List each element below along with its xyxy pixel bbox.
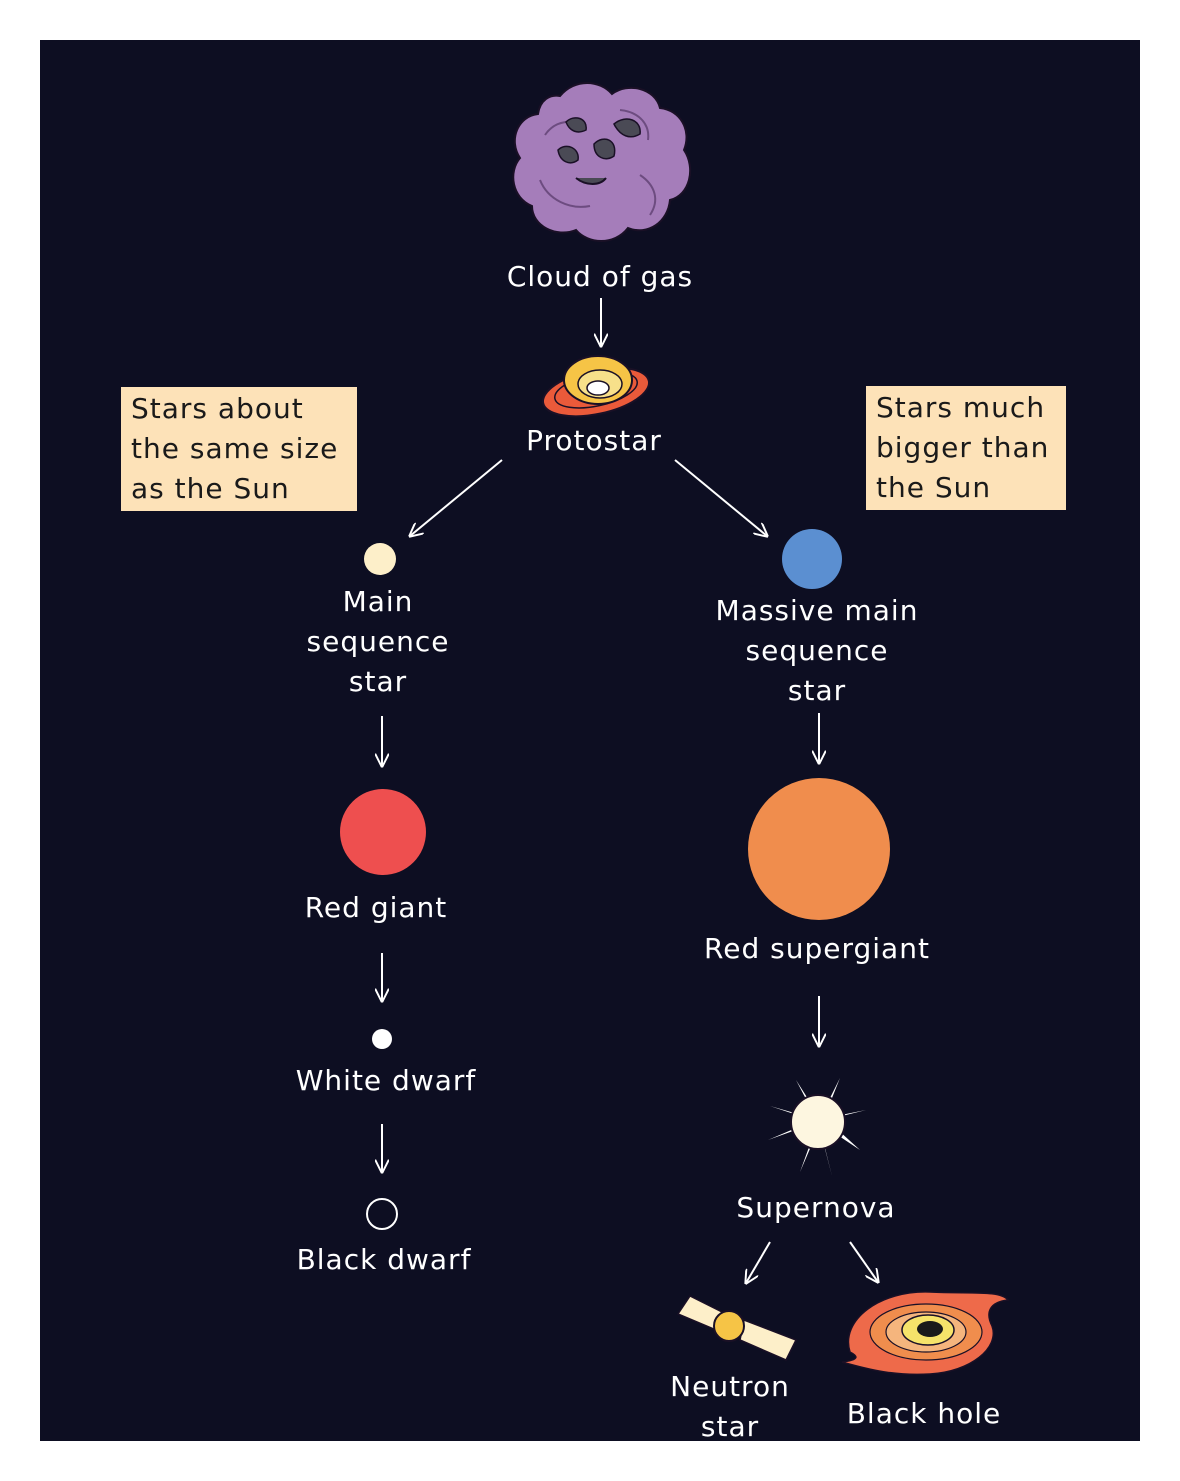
arrow-supernova-to-neutron-star bbox=[746, 1241, 771, 1283]
label-red-giant: Red giant bbox=[304, 891, 448, 924]
black-hole-icon bbox=[841, 1291, 1010, 1376]
red-supergiant-icon bbox=[748, 778, 890, 920]
label-black-dwarf: Black dwarf bbox=[296, 1243, 472, 1276]
arrow-supernova-to-black-hole bbox=[849, 1241, 878, 1282]
arrow-protostar-to-main-sequence bbox=[410, 459, 503, 536]
diagram-background bbox=[40, 40, 1140, 1441]
cloud-of-gas-icon bbox=[512, 82, 692, 242]
label-white-dwarf: White dwarf bbox=[295, 1064, 477, 1097]
note-big-stars: Stars much bigger than the Sun bbox=[866, 386, 1066, 510]
white-dwarf-icon bbox=[372, 1029, 392, 1049]
supernova-icon bbox=[768, 1078, 866, 1176]
label-cloud-of-gas: Cloud of gas bbox=[506, 260, 694, 293]
label-main-sequence-star: Main sequence star bbox=[306, 585, 450, 698]
protostar-icon bbox=[541, 355, 651, 418]
label-massive-main-sequence-star: Massive main sequence star bbox=[715, 594, 919, 707]
massive-main-sequence-star-icon bbox=[782, 529, 842, 589]
red-giant-icon bbox=[340, 789, 426, 875]
label-supernova: Supernova bbox=[736, 1191, 896, 1224]
label-black-hole: Black hole bbox=[846, 1397, 1002, 1430]
main-sequence-star-icon bbox=[364, 543, 396, 575]
note-small-stars: Stars about the same size as the Sun bbox=[121, 387, 357, 511]
label-red-supergiant: Red supergiant bbox=[704, 932, 930, 965]
neutron-star-icon bbox=[676, 1295, 798, 1361]
label-protostar: Protostar bbox=[526, 424, 662, 457]
arrow-protostar-to-massive-main-sequence bbox=[674, 459, 767, 536]
label-neutron-star: Neutron star bbox=[670, 1370, 790, 1443]
black-dwarf-icon bbox=[366, 1198, 398, 1230]
